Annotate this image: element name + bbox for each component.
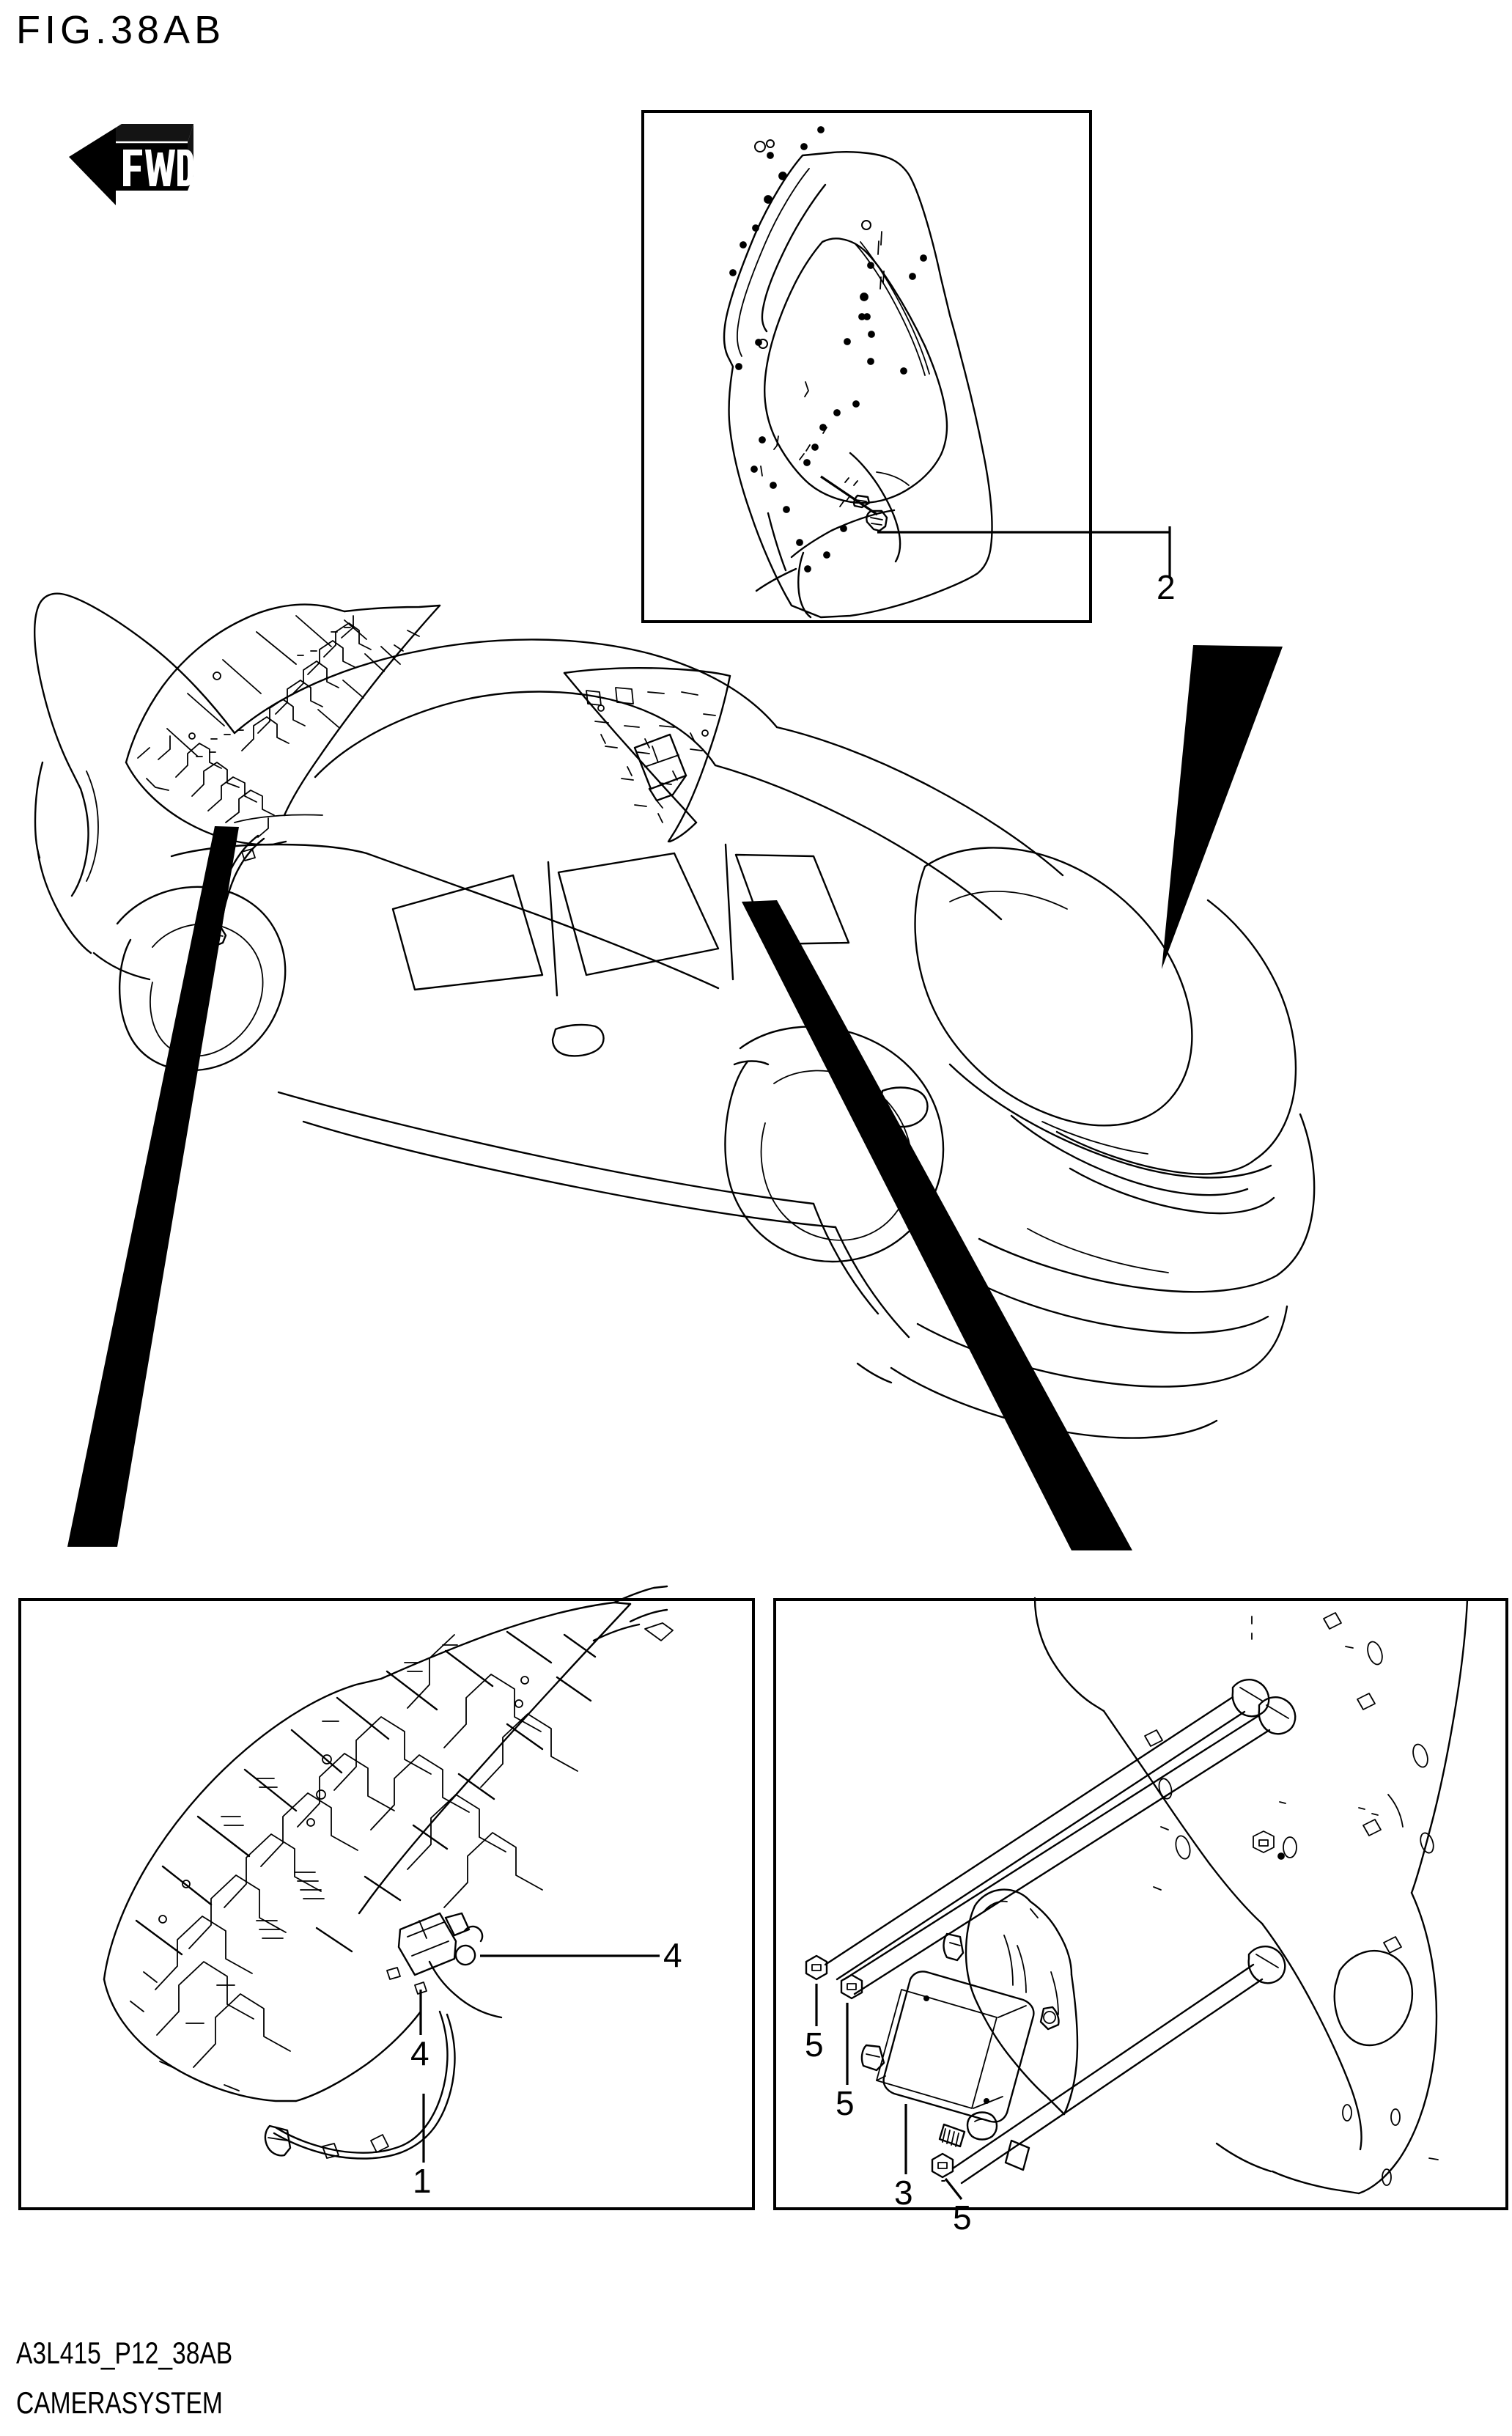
callout-5-b: 5 <box>836 2084 855 2122</box>
vehicle-body-overview <box>34 592 1316 1439</box>
camera-control-module-detail <box>773 1598 1508 2210</box>
page-title: FIG.38AB <box>16 8 226 52</box>
callout-2: 2 <box>1157 568 1176 606</box>
section-name: CAMERASYSTEM <box>16 2385 223 2420</box>
callout-4-upper: 4 <box>663 1936 682 1974</box>
callout-5-c: 5 <box>953 2198 972 2237</box>
drawing-code: A3L415_P12_38AB <box>16 2336 233 2370</box>
callout-4-lower: 4 <box>410 2034 429 2072</box>
callout-3: 3 <box>894 2174 913 2212</box>
callout-1: 1 <box>413 2162 432 2200</box>
forward-direction-arrow <box>64 123 204 218</box>
callout-5-a: 5 <box>805 2025 824 2064</box>
pointer-wedges <box>67 645 1283 1550</box>
back-door-panel-detail <box>641 110 1092 623</box>
roof-headlining-inset <box>125 603 441 947</box>
pillar-trim-inset <box>563 667 731 843</box>
roof-headlining-harness-detail <box>18 1598 755 2210</box>
